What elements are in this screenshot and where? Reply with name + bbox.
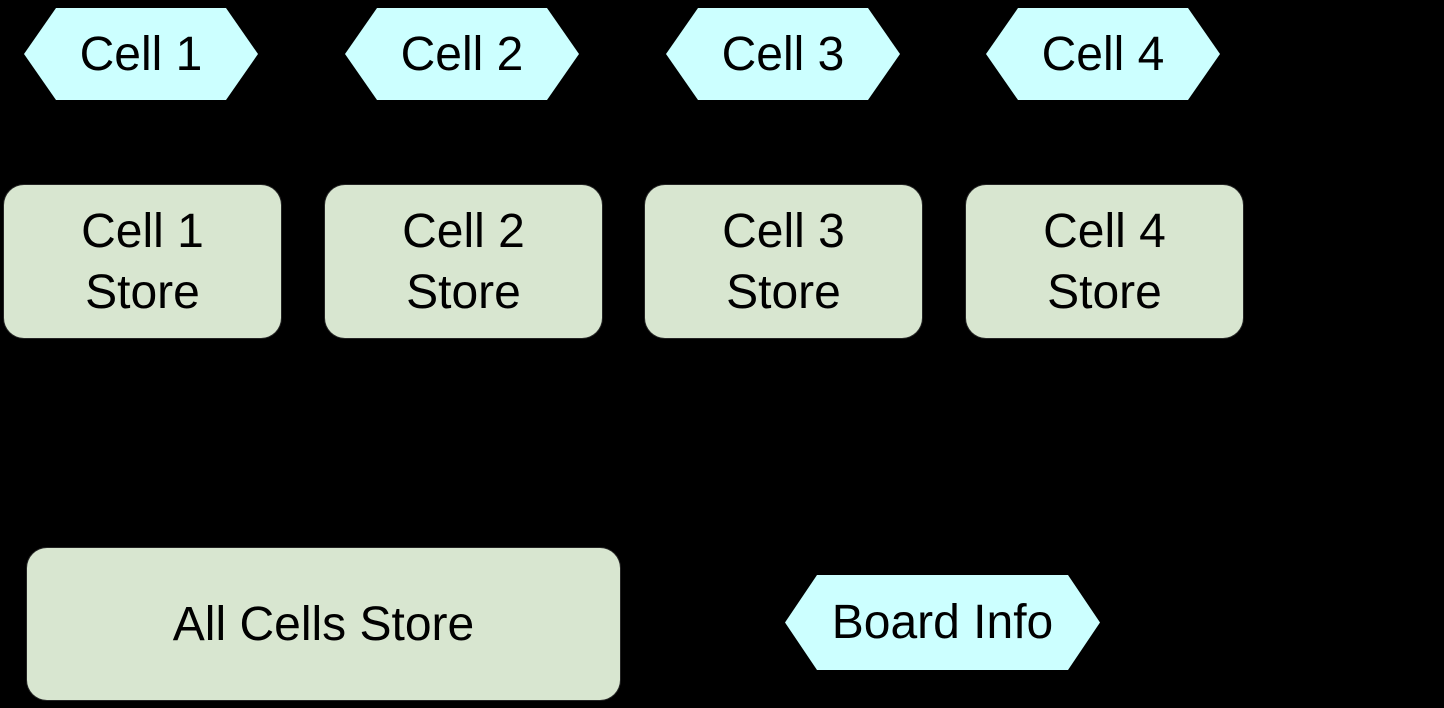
board-info-hexagon: Board Info xyxy=(785,575,1100,670)
store-box-cell-2-label: Cell 2 Store xyxy=(402,204,525,319)
all-cells-store-label: All Cells Store xyxy=(172,597,475,651)
hexagon-cell-2: Cell 2 xyxy=(345,8,579,100)
hexagon-cell-3-label: Cell 3 xyxy=(721,27,845,81)
hexagon-cell-4: Cell 4 xyxy=(986,8,1220,100)
hexagon-cell-1-label: Cell 1 xyxy=(79,27,203,81)
store-box-cell-1-label: Cell 1 Store xyxy=(81,204,204,319)
hexagon-cell-3: Cell 3 xyxy=(666,8,900,100)
hexagon-cell-2-label: Cell 2 xyxy=(400,27,524,81)
store-box-cell-4-label: Cell 4 Store xyxy=(1043,204,1166,319)
store-box-cell-3-label: Cell 3 Store xyxy=(722,204,845,319)
hexagon-cell-1: Cell 1 xyxy=(24,8,258,100)
board-info-label: Board Info xyxy=(831,596,1054,649)
store-box-cell-1: Cell 1 Store xyxy=(4,185,281,338)
hexagon-cell-4-label: Cell 4 xyxy=(1041,27,1165,81)
store-box-cell-3: Cell 3 Store xyxy=(645,185,922,338)
all-cells-store-box: All Cells Store xyxy=(27,548,620,700)
store-box-cell-2: Cell 2 Store xyxy=(325,185,602,338)
store-box-cell-4: Cell 4 Store xyxy=(966,185,1243,338)
